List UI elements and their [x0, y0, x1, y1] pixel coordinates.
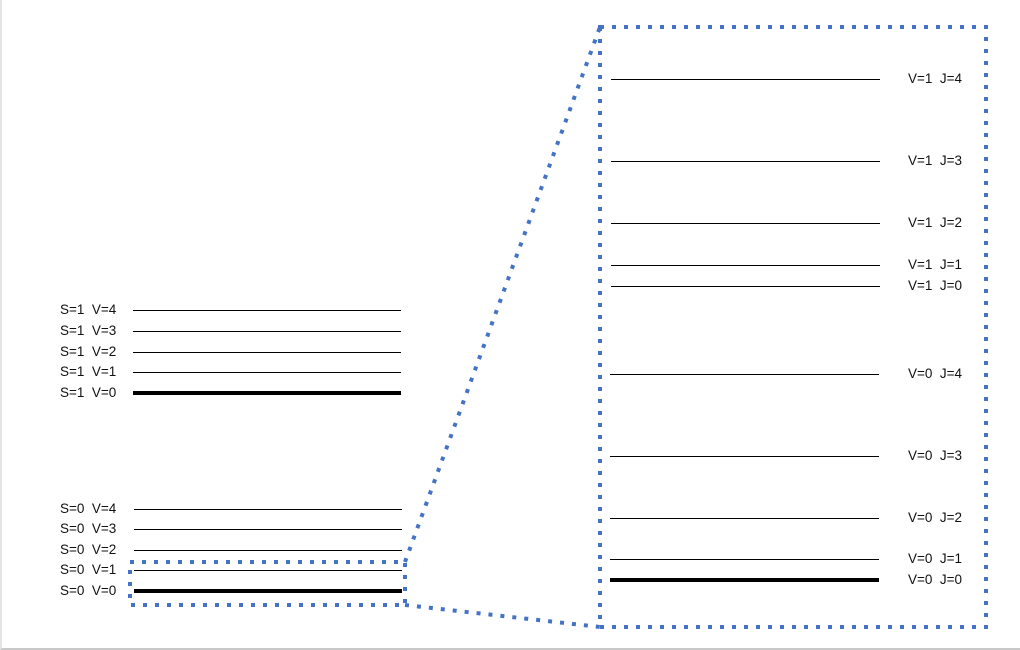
ground-level-line	[610, 578, 879, 582]
zoom-connector-bottom	[404, 603, 601, 629]
energy-level-line	[610, 518, 879, 519]
level-label: S=0 V=0	[60, 583, 117, 598]
energy-level-line	[133, 331, 401, 332]
level-label: S=1 V=0	[60, 385, 117, 400]
level-label: S=0 V=3	[60, 521, 117, 536]
energy-level-line	[134, 550, 402, 551]
energy-level-line	[611, 79, 880, 80]
level-label: V=0 J=4	[908, 366, 963, 381]
zoom-connector-top	[403, 26, 602, 563]
level-label: V=1 J=0	[908, 278, 963, 293]
level-label: V=0 J=0	[908, 572, 963, 587]
level-label: S=0 V=4	[60, 501, 117, 516]
level-label: V=0 J=2	[908, 510, 963, 525]
energy-level-line	[134, 509, 402, 510]
level-label: S=1 V=4	[60, 302, 117, 317]
level-label: V=1 J=1	[908, 257, 963, 272]
level-label: V=0 J=1	[908, 551, 963, 566]
energy-level-line	[610, 456, 879, 457]
energy-level-line	[611, 223, 880, 224]
energy-level-line	[133, 352, 401, 353]
energy-level-line	[610, 559, 879, 560]
zoom-target-box	[598, 25, 988, 629]
level-label: S=1 V=3	[60, 323, 117, 338]
level-label: S=1 V=1	[60, 364, 117, 379]
energy-level-line	[611, 161, 880, 162]
energy-level-line	[133, 372, 401, 373]
energy-level-line	[611, 265, 880, 266]
level-label: S=1 V=2	[60, 344, 117, 359]
energy-level-line	[134, 570, 402, 571]
level-label: S=0 V=2	[60, 542, 117, 557]
energy-level-line	[134, 529, 402, 530]
ground-level-line	[134, 589, 402, 593]
energy-level-line	[610, 374, 879, 375]
level-label: V=1 J=2	[908, 215, 963, 230]
energy-level-line	[611, 286, 880, 287]
energy-level-line	[133, 310, 401, 311]
level-label: V=1 J=4	[908, 71, 963, 86]
level-label: V=1 J=3	[908, 153, 963, 168]
zoom-source-box	[128, 560, 407, 607]
level-label: S=0 V=1	[60, 562, 117, 577]
level-label: V=0 J=3	[908, 448, 963, 463]
ground-level-line	[133, 391, 401, 395]
